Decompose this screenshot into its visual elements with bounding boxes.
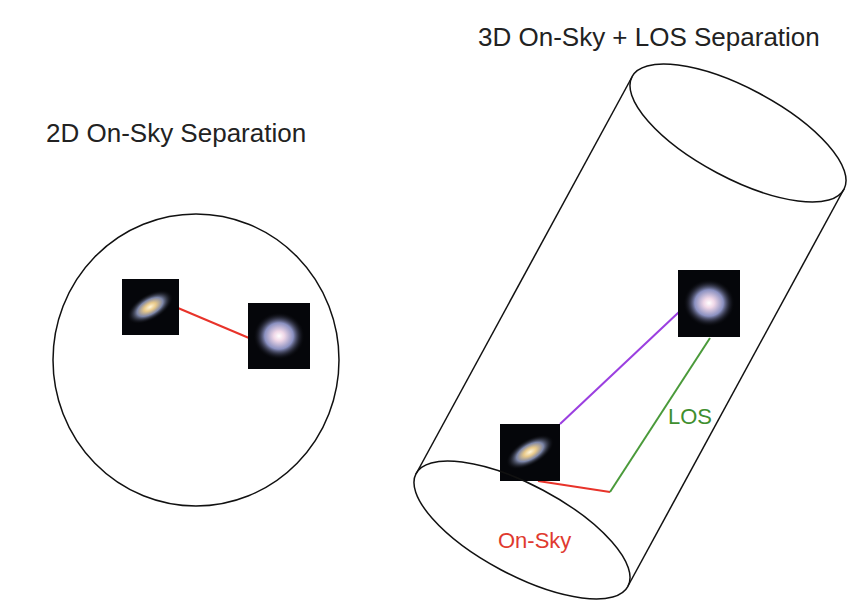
cylinder-region: 3D On-Sky + LOS Separation	[405, 22, 865, 607]
galaxy-image	[678, 270, 740, 337]
galaxy-image	[121, 279, 179, 335]
galaxy-image	[500, 424, 560, 481]
sky-region: 2D On-Sky Separation	[40, 118, 350, 513]
galaxy-image	[248, 303, 310, 369]
panel-heading: 2D On-Sky Separation	[46, 118, 306, 149]
los-cylinder	[405, 22, 865, 607]
separation-line	[178, 308, 249, 338]
panel-heading: 3D On-Sky + LOS Separation	[478, 22, 820, 53]
sky-circle	[40, 118, 350, 513]
3d-separation-line	[560, 312, 679, 424]
los-label: LOS	[668, 404, 712, 430]
on-sky-label: On-Sky	[498, 528, 571, 554]
on-sky-line	[538, 481, 610, 492]
